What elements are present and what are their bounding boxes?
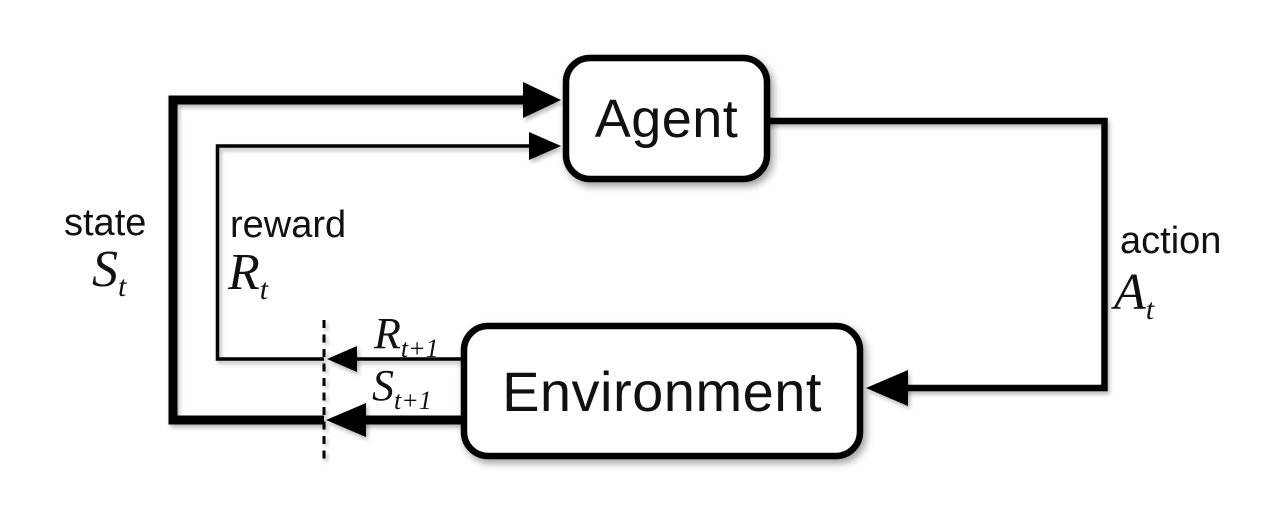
state-line: [168, 95, 527, 425]
environment-box-label: Environment: [502, 359, 822, 423]
reward-word-label: reward: [230, 204, 347, 246]
state-symbol-base: S: [92, 241, 118, 298]
agent-box: [562, 54, 771, 183]
next-reward-symbol-subscript: t+1: [400, 334, 439, 363]
next-reward-symbol: Rt+1: [374, 312, 439, 362]
reward-arrowhead-icon: [529, 132, 561, 160]
action-symbol-subscript: t: [1145, 293, 1155, 326]
next-reward-symbol-base: R: [374, 309, 401, 358]
action-symbol-base: A: [1114, 264, 1146, 321]
state-word-label: state: [64, 202, 147, 244]
next-state-arrowhead-icon: [326, 403, 366, 437]
next-state-symbol-base: S: [372, 361, 394, 410]
reward-line: [215, 144, 532, 361]
state-symbol: St: [92, 244, 126, 302]
next-state-symbol: St+1: [372, 364, 432, 414]
state-arrowhead-icon: [523, 82, 561, 118]
next-reward-arrowhead-icon: [327, 346, 357, 372]
reward-symbol-base: R: [228, 244, 260, 301]
agent-box-label: Agent: [594, 88, 739, 149]
next-state-symbol-subscript: t+1: [394, 386, 432, 415]
action-symbol: At: [1114, 267, 1154, 325]
environment-box: [460, 322, 864, 460]
reward-symbol-subscript: t: [259, 273, 269, 306]
action-line: [765, 117, 1108, 392]
action-word-label: action: [1120, 220, 1222, 262]
state-symbol-subscript: t: [118, 270, 127, 303]
action-arrowhead-icon: [866, 370, 908, 406]
reward-symbol: Rt: [228, 247, 268, 305]
